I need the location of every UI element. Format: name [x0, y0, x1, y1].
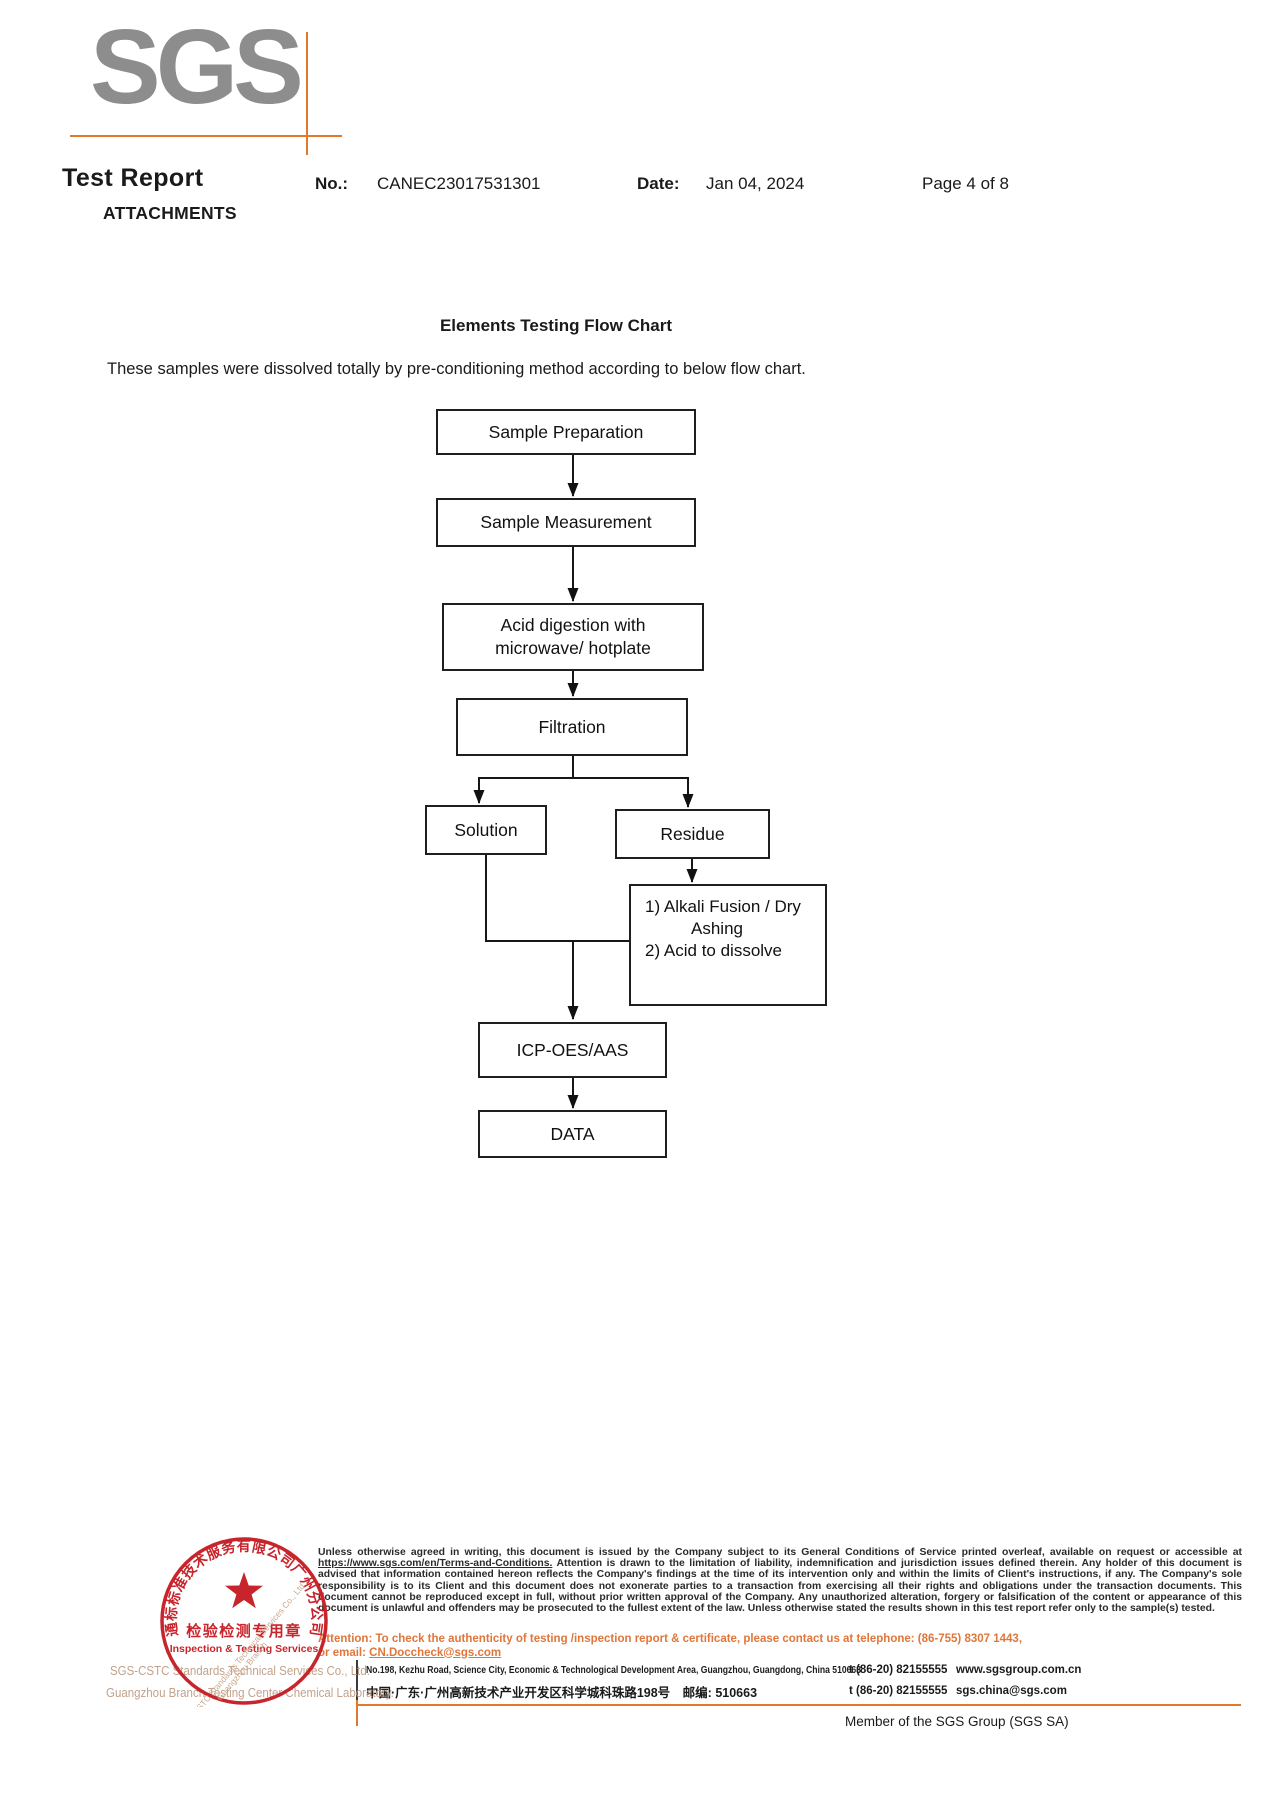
report-no-label: No.:	[315, 174, 349, 193]
flow-node-icp-oes-aas: ICP-OES/AAS	[478, 1022, 667, 1078]
stamp-center-en: Inspection & Testing Services	[170, 1643, 319, 1655]
stamp-circle	[160, 1537, 328, 1705]
telephone-2: t (86-20) 82155555	[849, 1685, 948, 1697]
attachments-heading: ATTACHMENTS	[103, 203, 237, 223]
legal-disclaimer: Unless otherwise agreed in writing, this…	[318, 1547, 1242, 1614]
intro-text: These samples were dissolved totally by …	[107, 360, 806, 378]
attention-line2-prefix: or email:	[318, 1646, 370, 1659]
flow-node-label: Filtration	[538, 716, 606, 737]
flow-node-label-line2: microwave/ hotplate	[495, 638, 651, 658]
flow-node-residue: Residue	[615, 809, 770, 859]
address-english: No.198, Kezhu Road, Science City, Econom…	[366, 1664, 862, 1676]
inspection-stamp: 通标标准技术服务有限公司广州分公司 检验检测专用章 Inspection & T…	[160, 1537, 328, 1707]
contact-email[interactable]: sgs.china@sgs.com	[956, 1685, 1067, 1697]
report-date-label: Date:	[637, 174, 680, 193]
flow-node-label-line2: Ashing	[691, 919, 743, 938]
telephone-1: t (86-20) 82155555	[849, 1664, 948, 1676]
logo-crosshair-vertical	[306, 32, 308, 155]
stamp-star-icon	[225, 1572, 263, 1609]
flow-node-label-line1: Acid digestion with	[500, 615, 646, 636]
flow-node-label: Solution	[454, 819, 518, 840]
page-title: Test Report	[62, 164, 204, 192]
connector-solution-merge	[485, 855, 629, 942]
flow-node-sample-preparation: Sample Preparation	[436, 409, 696, 455]
page-number: Page 4 of 8	[922, 174, 1009, 193]
flow-node-label: ICP-OES/AAS	[516, 1039, 629, 1060]
footer-rule-vertical	[356, 1700, 358, 1726]
flow-node-label: Residue	[660, 823, 725, 844]
flow-node-label: Sample Preparation	[488, 421, 644, 442]
legal-text-post: Attention is drawn to the limitation of …	[318, 1558, 1242, 1615]
flow-node-label-line1: 1) Alkali Fusion / Dry	[645, 897, 801, 916]
report-no-value: CANEC23017531301	[377, 174, 541, 193]
logo-crosshair-horizontal	[70, 135, 342, 137]
flow-node-solution: Solution	[425, 805, 547, 855]
flow-node-label: DATA	[550, 1123, 595, 1144]
flow-node-acid-digestion: Acid digestion with microwave/ hotplate	[442, 603, 704, 671]
footer-rule-horizontal	[357, 1704, 1241, 1706]
flow-node-sample-measurement: Sample Measurement	[436, 498, 696, 547]
flow-node-label-line3: 2) Acid to dissolve	[645, 941, 783, 960]
attention-line1: Attention: To check the authenticity of …	[318, 1633, 1023, 1645]
flow-chart-title: Elements Testing Flow Chart	[439, 316, 673, 335]
stamp-center-cn: 检验检测专用章	[186, 1622, 302, 1640]
flow-node-label: Sample Measurement	[480, 512, 652, 533]
legal-text-pre: Unless otherwise agreed in writing, this…	[318, 1547, 1242, 1558]
terms-and-conditions-link[interactable]: https://www.sgs.com/en/Terms-and-Conditi…	[318, 1558, 553, 1570]
address-chinese: 中国·广东·广州高新技术产业开发区科学城科珠路198号 邮编: 510663	[366, 1686, 758, 1700]
sgs-logo: SGS	[90, 8, 304, 126]
flow-node-data: DATA	[478, 1110, 667, 1158]
company-name-line2: Guangzhou Branch Testing Center Chemical…	[106, 1686, 394, 1700]
report-date-value: Jan 04, 2024	[706, 174, 805, 193]
address-divider	[356, 1660, 358, 1702]
sgs-member-note: Member of the SGS Group (SGS SA)	[845, 1714, 1069, 1729]
attention-notice: Attention: To check the authenticity of …	[318, 1633, 1242, 1660]
flow-node-alkali-fusion: 1) Alkali Fusion / Dry Ashing 2) Acid to…	[629, 884, 827, 1006]
website-url[interactable]: www.sgsgroup.com.cn	[956, 1664, 1082, 1676]
flow-node-filtration: Filtration	[456, 698, 688, 756]
doccheck-email-link[interactable]: CN.Doccheck@sgs.com	[369, 1646, 502, 1659]
